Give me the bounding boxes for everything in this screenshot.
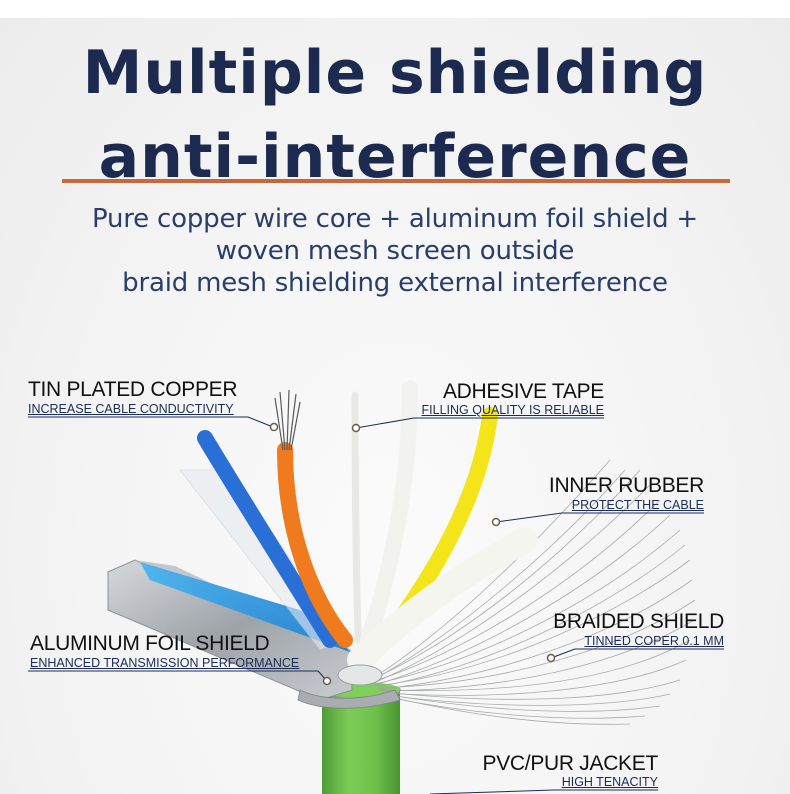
top-band bbox=[0, 0, 790, 18]
headline-underline bbox=[62, 179, 730, 183]
callout-braided-shield-title: BRAIDED SHIELD bbox=[553, 610, 724, 633]
braided-shield-strands bbox=[369, 459, 696, 725]
callout-tin-plated-copper-subtitle: INCREASE CABLE CONDUCTIVITY bbox=[28, 402, 234, 416]
subheadline-line-1: Pure copper wire core + aluminum foil sh… bbox=[91, 204, 699, 234]
callout-inner-rubber-subtitle: PROTECT THE CABLE bbox=[571, 498, 704, 512]
white-conductor bbox=[360, 380, 418, 648]
cable-core-center bbox=[337, 664, 383, 686]
callout-aluminum-foil-shield-subtitle: ENHANCED TRANSMISSION PERFORMANCE bbox=[30, 656, 300, 670]
headline-line-1: Multiple shielding bbox=[82, 38, 708, 108]
callout-leaders bbox=[28, 416, 724, 794]
callout-adhesive-tape-title: ADHESIVE TAPE bbox=[442, 380, 604, 403]
callout-jacket-subtitle: HIGH TENACITY bbox=[561, 775, 658, 789]
callout-tin-plated-copper-title: TIN PLATED COPPER bbox=[28, 378, 238, 401]
subheadline-line-3: braid mesh shielding external interferen… bbox=[122, 268, 668, 298]
callout-jacket-title: PVC/PUR JACKET bbox=[482, 752, 659, 775]
orange-conductor bbox=[277, 442, 353, 648]
callout-dots bbox=[269, 422, 556, 686]
blue-conductor bbox=[197, 430, 338, 648]
callout-aluminum-foil-shield-title: ALUMINUM FOIL SHIELD bbox=[30, 632, 270, 655]
copper-strands bbox=[274, 389, 301, 451]
callout-inner-rubber-title: INNER RUBBER bbox=[548, 474, 704, 497]
subheadline-line-2: woven mesh screen outside bbox=[215, 236, 575, 266]
callout-adhesive-tape-subtitle: FILLING QUALITY IS RELIABLE bbox=[421, 403, 604, 417]
callout-braided-shield-subtitle: TINNED COPER 0.1 MM bbox=[584, 634, 724, 648]
inner-rubber-filler bbox=[347, 527, 538, 673]
